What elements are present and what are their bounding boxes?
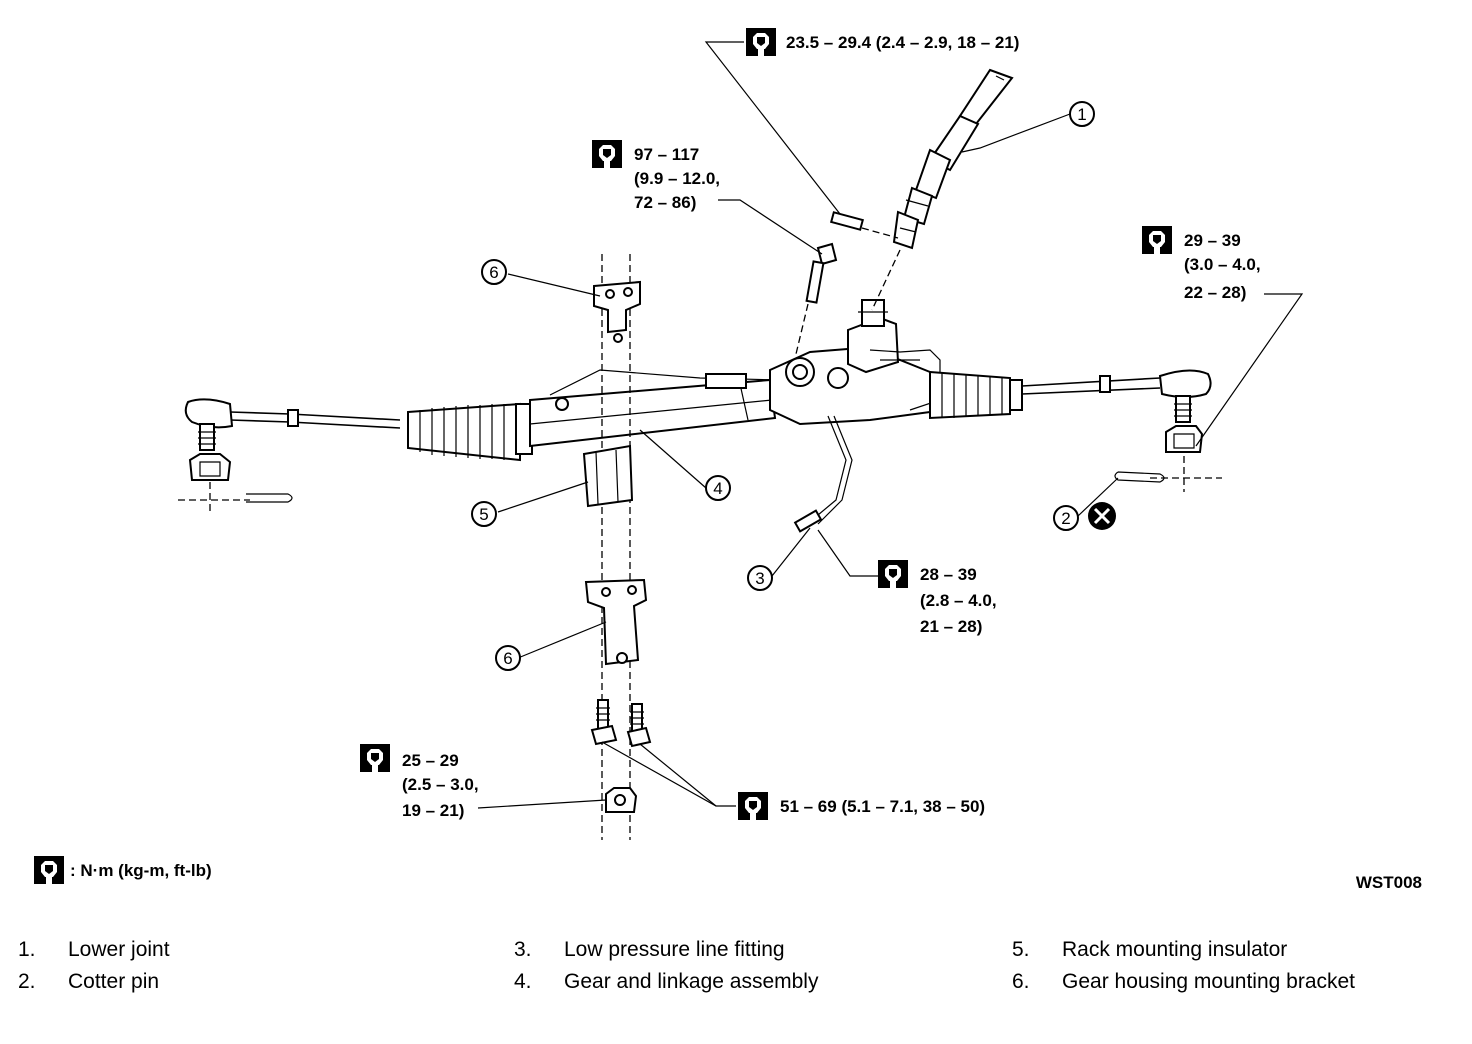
- svg-text:(3.0 – 4.0,: (3.0 – 4.0,: [1184, 255, 1261, 274]
- torque-line-fitting: 28 – 39 (2.8 – 4.0, 21 – 28): [878, 560, 997, 636]
- callout-1: 1: [1069, 101, 1095, 127]
- svg-text:(9.9 – 12.0,: (9.9 – 12.0,: [634, 169, 720, 188]
- joint-bolt: [829, 211, 899, 239]
- torque-tie-rod-nut: 29 – 39 (3.0 – 4.0, 22 – 28): [1142, 226, 1261, 302]
- do-not-reuse-icon: [1088, 502, 1116, 530]
- torque-wrench-icon: [360, 744, 390, 772]
- svg-text:72 – 86): 72 – 86): [634, 193, 696, 212]
- figure-id: WST008: [1356, 873, 1422, 892]
- svg-text:2: 2: [1061, 509, 1070, 528]
- svg-text:5: 5: [479, 505, 488, 524]
- callout-6-upper: 6: [481, 259, 507, 285]
- torque-wrench-icon: [34, 856, 64, 884]
- cotter-pin-left: [246, 493, 293, 503]
- leader-lines: [477, 41, 1304, 809]
- svg-text:25 – 29: 25 – 29: [402, 751, 459, 770]
- svg-text:4: 4: [713, 479, 722, 498]
- cotter-pin-right: [1114, 471, 1165, 483]
- torque-wrench-icon: [746, 28, 776, 56]
- callout-5: 5: [471, 501, 497, 527]
- low-pressure-line: [793, 415, 853, 533]
- torque-bracket-nut: 25 – 29 (2.5 – 3.0, 19 – 21): [360, 744, 479, 820]
- svg-text:6: 6: [489, 263, 498, 282]
- svg-text:28 – 39: 28 – 39: [920, 565, 977, 584]
- svg-text:: N·m (kg-m, ft-lb): : N·m (kg-m, ft-lb): [70, 861, 212, 880]
- torque-wrench-icon: [1142, 226, 1172, 254]
- steering-gear-diagram: 1 2 3 4 5 6 6 23.5 – 29.4 (2.4 – 2.9, 18…: [34, 28, 1422, 892]
- callout-3: 3: [747, 565, 773, 591]
- pinion-bolt: [795, 242, 838, 355]
- svg-text:(2.8 – 4.0,: (2.8 – 4.0,: [920, 591, 997, 610]
- svg-text:23.5 – 29.4 (2.4 – 2.9, 18 – 2: 23.5 – 29.4 (2.4 – 2.9, 18 – 21): [786, 33, 1019, 52]
- callout-6-lower: 6: [495, 645, 521, 671]
- torque-bracket-bolts: 51 – 69 (5.1 – 7.1, 38 – 50): [738, 792, 985, 820]
- svg-text:97 – 117: 97 – 117: [634, 145, 699, 164]
- svg-text:21 – 28): 21 – 28): [920, 617, 982, 636]
- parts-legend: 1. Lower joint 2. Cotter pin 3. Low pres…: [18, 938, 1356, 993]
- callout-4: 4: [705, 475, 731, 501]
- units-note: : N·m (kg-m, ft-lb): [34, 856, 212, 884]
- svg-text:3: 3: [755, 569, 764, 588]
- svg-text:19 – 21): 19 – 21): [402, 801, 464, 820]
- torque-wrench-icon: [592, 140, 622, 168]
- svg-text:22 – 28): 22 – 28): [1184, 283, 1246, 302]
- svg-text:(2.5 – 3.0,: (2.5 – 3.0,: [402, 775, 479, 794]
- torque-wrench-icon: [738, 792, 768, 820]
- torque-upper-joint: 23.5 – 29.4 (2.4 – 2.9, 18 – 21): [746, 28, 1019, 56]
- svg-text:51 – 69 (5.1 – 7.1, 38 – 50): 51 – 69 (5.1 – 7.1, 38 – 50): [780, 797, 985, 816]
- svg-text:6: 6: [503, 649, 512, 668]
- callout-2: 2: [1053, 505, 1079, 531]
- torque-pinion-bolt: 97 – 117 (9.9 – 12.0, 72 – 86): [592, 140, 720, 212]
- svg-text:1: 1: [1077, 105, 1086, 124]
- svg-text:29 – 39: 29 – 39: [1184, 231, 1241, 250]
- torque-wrench-icon: [878, 560, 908, 588]
- mounting-bracket-assembly: [582, 254, 652, 840]
- lower-joint: [871, 68, 1014, 311]
- gear-and-linkage-assembly: [178, 299, 1222, 512]
